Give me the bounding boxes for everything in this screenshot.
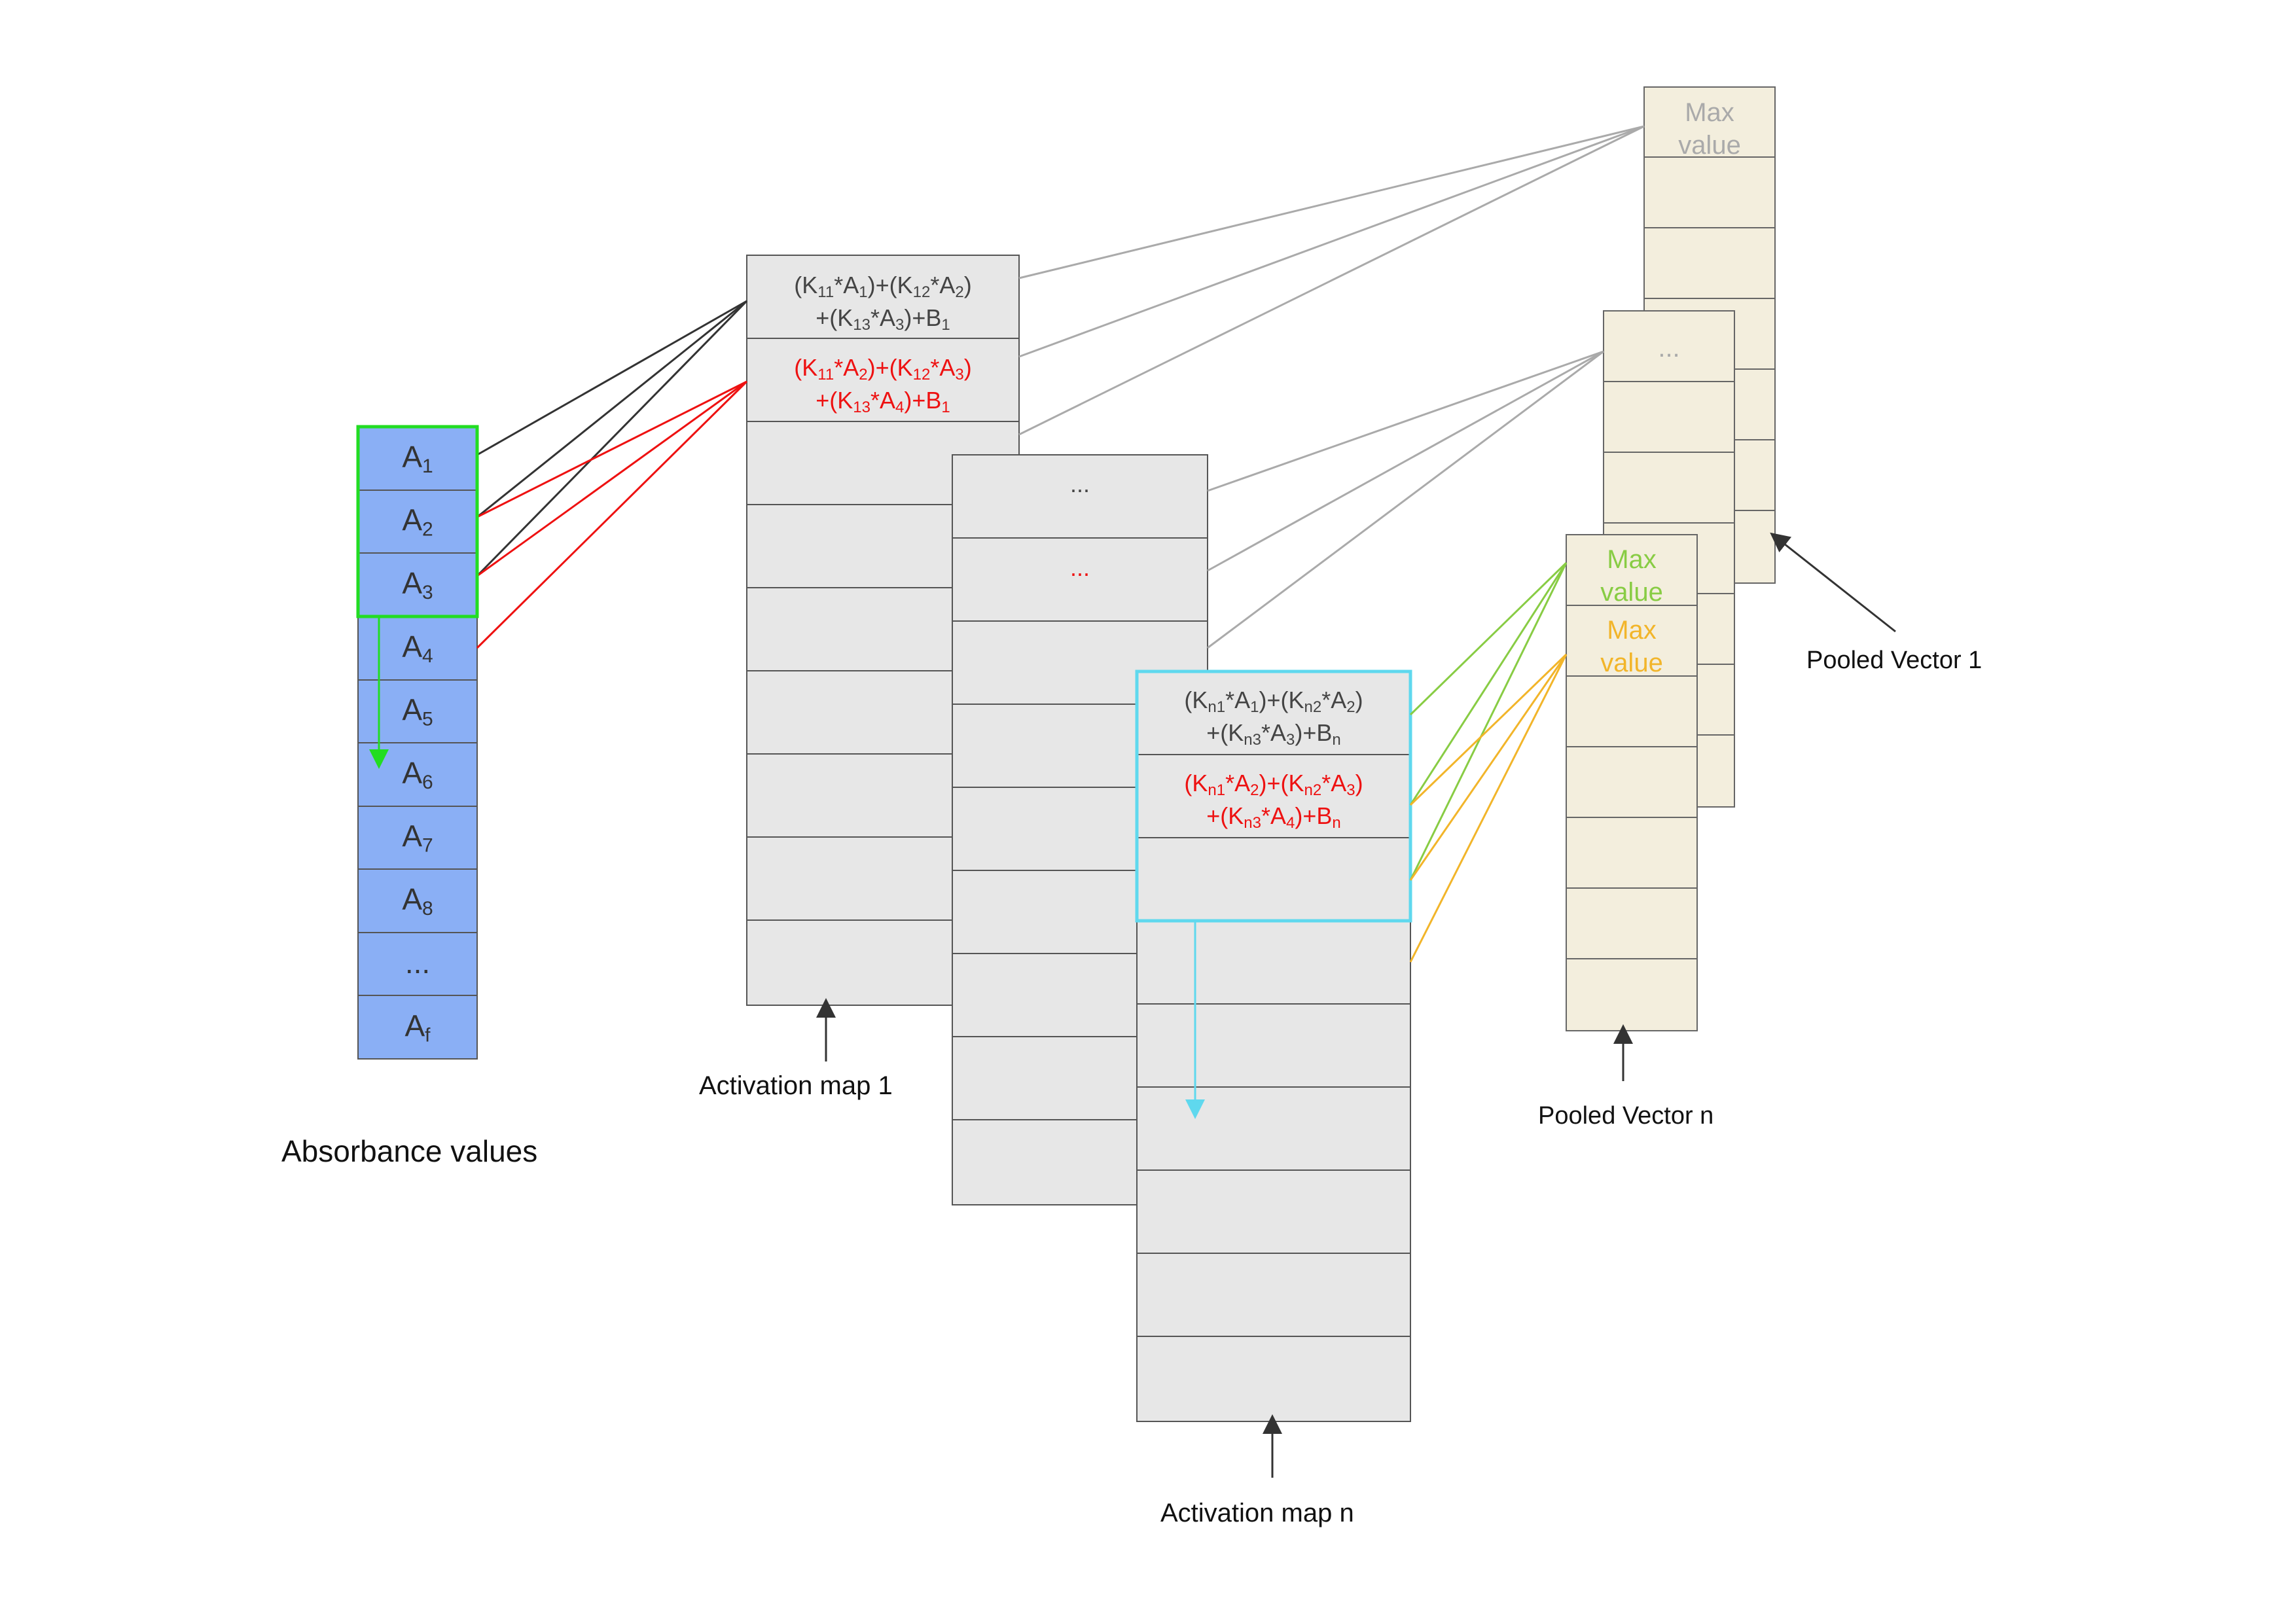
caption-pooled-vector-1: Pooled Vector 1 [1806, 647, 1982, 674]
caption-activation-map-n: Activation map n [1160, 1499, 1354, 1527]
absorbance-cell-label: A7 [402, 819, 433, 857]
amn-row1-line2: +(Kn3*A3)+Bn [1206, 719, 1341, 749]
pooling-lines-gray [1018, 125, 1645, 649]
kernel-window-absorbance [356, 425, 479, 618]
caption-pooled-vector-n: Pooled Vector n [1538, 1102, 1713, 1130]
am1-row2-line2: +(K13*A4)+B1 [816, 387, 950, 416]
pooling-lines-green [1409, 562, 1568, 881]
am1-row1-line2: +(K13*A3)+B1 [816, 304, 950, 334]
pv-mid-ellipsis: ... [1658, 334, 1679, 363]
amn-row2-line2: +(Kn3*A4)+Bn [1206, 802, 1341, 832]
pv1-value-text: value [1678, 131, 1741, 160]
pvn-max2-text: Max [1607, 616, 1657, 645]
kernel-lines-row2 [476, 380, 748, 649]
caption-absorbance: Absorbance values [281, 1134, 537, 1168]
pv1-max-text: Max [1685, 98, 1734, 127]
absorbance-cell-label: A1 [402, 440, 433, 477]
pvn-value1-text: value [1600, 578, 1663, 607]
kernel-lines-row1 [476, 300, 748, 577]
pvn-value2-text: value [1600, 649, 1663, 677]
caption-activation-map-1: Activation map 1 [699, 1071, 893, 1100]
am-mid-row1-ellipsis: ... [1070, 471, 1090, 497]
absorbance-cell-label: Af [404, 1008, 431, 1046]
absorbance-cell-label: ... [405, 946, 430, 980]
activation-map-n-column: (Kn1*A1)+(Kn2*A2) +(Kn3*A3)+Bn (Kn1*A2)+… [1135, 669, 1412, 1422]
pooled-vector-n-column: Max value Max value [1566, 534, 1698, 1031]
absorbance-cell-label: A8 [402, 882, 433, 919]
absorbance-cell-label: A6 [402, 756, 433, 793]
arrow-pooled-vector-1 [1770, 532, 1896, 633]
am-mid-row2-ellipsis: ... [1070, 554, 1090, 581]
am1-row2-line1: (K11*A2)+(K12*A3) [794, 354, 971, 383]
amn-row1-line1: (Kn1*A1)+(Kn2*A2) [1184, 687, 1363, 716]
absorbance-cell-label: A3 [402, 566, 433, 603]
absorbance-cell-label: A5 [402, 692, 433, 730]
pvn-max1-text: Max [1607, 545, 1657, 574]
absorbance-cell-label: A2 [402, 503, 433, 541]
kernel-window-n [1135, 669, 1412, 923]
pooling-lines-orange [1409, 653, 1568, 963]
am1-row1-line1: (K11*A1)+(K12*A2) [794, 272, 971, 301]
absorbance-cell-label: A4 [402, 630, 433, 667]
amn-row2-line1: (Kn1*A2)+(Kn2*A3) [1184, 770, 1363, 799]
